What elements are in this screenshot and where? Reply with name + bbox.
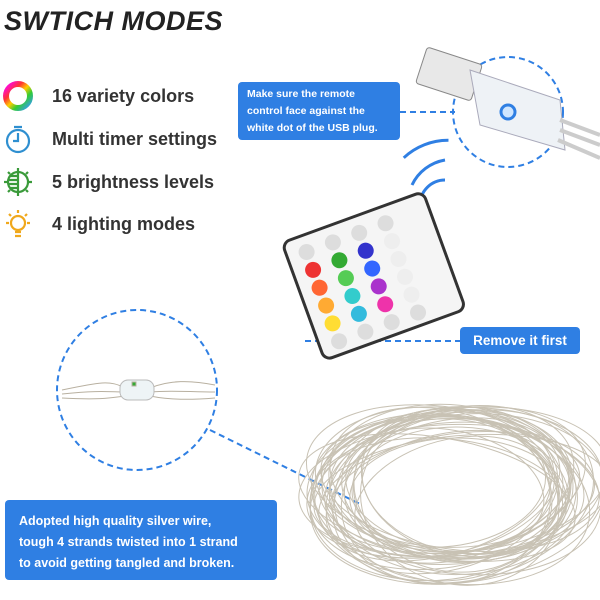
feature-timer: Multi timer settings bbox=[0, 123, 217, 155]
remote-key bbox=[377, 215, 394, 232]
lightbulb-icon bbox=[6, 210, 30, 238]
remote-key bbox=[410, 304, 427, 321]
remote-key bbox=[390, 250, 407, 267]
remote-key bbox=[298, 243, 315, 260]
remote-key bbox=[370, 278, 387, 295]
remote-control bbox=[282, 192, 465, 360]
remote-key bbox=[305, 261, 322, 278]
remote-key bbox=[344, 287, 361, 304]
callout-line: to avoid getting tangled and broken. bbox=[19, 556, 235, 570]
wire-note-callout: Adopted high quality silver wire, tough … bbox=[5, 500, 277, 580]
wire-loop bbox=[329, 406, 559, 559]
feature-colors: 16 variety colors bbox=[0, 80, 194, 112]
callout-line: Make sure the remote bbox=[247, 88, 355, 100]
callout-line: Adopted high quality silver wire, bbox=[19, 514, 212, 528]
usb-note-callout: Make sure the remote control face agains… bbox=[238, 82, 400, 140]
wire-connector-line bbox=[209, 429, 363, 506]
wire-loop bbox=[328, 418, 578, 576]
remote-key bbox=[337, 270, 354, 287]
brightness-icon bbox=[4, 168, 32, 196]
remote-key bbox=[331, 252, 348, 269]
usb-zoom-circle bbox=[452, 56, 564, 168]
timer-icon bbox=[5, 125, 31, 154]
remove-note-callout: Remove it first bbox=[460, 327, 580, 354]
silver-wire-coil bbox=[298, 403, 600, 586]
remote-key bbox=[311, 279, 328, 296]
callout-line: control face against the bbox=[247, 105, 365, 117]
wire-loop bbox=[314, 406, 564, 553]
wire-loop bbox=[309, 413, 600, 585]
feature-brightness: 5 brightness levels bbox=[0, 166, 214, 198]
remote-key bbox=[324, 234, 341, 251]
wire-loop bbox=[318, 437, 567, 560]
remote-key bbox=[357, 323, 374, 340]
remote-key bbox=[383, 314, 400, 331]
remote-key bbox=[357, 242, 374, 259]
remote-key bbox=[318, 297, 335, 314]
wire-zoom-circle bbox=[56, 309, 218, 471]
page-title: SWTICH MODES bbox=[4, 6, 223, 36]
remote-key bbox=[350, 305, 367, 322]
wire-loop bbox=[353, 406, 571, 564]
wire-loop bbox=[321, 416, 600, 576]
remote-key bbox=[403, 286, 420, 303]
remote-key bbox=[377, 296, 394, 313]
remote-key bbox=[331, 333, 348, 350]
remote-key bbox=[384, 233, 401, 250]
wire-loop bbox=[313, 433, 600, 558]
feature-label: Multi timer settings bbox=[52, 128, 218, 149]
usb-plug bbox=[415, 47, 600, 160]
signal-waves-icon bbox=[402, 138, 449, 206]
remote-key bbox=[397, 268, 414, 285]
wire-loop bbox=[324, 406, 586, 558]
remote-key bbox=[364, 260, 381, 277]
wire-loop bbox=[328, 403, 577, 563]
feature-lighting: 4 lighting modes bbox=[0, 208, 195, 240]
feature-label: 4 lighting modes bbox=[52, 213, 196, 234]
feature-label: 16 variety colors bbox=[52, 85, 195, 106]
wire-loop bbox=[325, 429, 553, 562]
remote-key bbox=[351, 224, 368, 241]
color-wheel-icon bbox=[3, 81, 33, 111]
wire-loop bbox=[345, 427, 545, 552]
callout-line: tough 4 strands twisted into 1 strand bbox=[19, 535, 238, 549]
wire-closeup bbox=[61, 379, 216, 401]
remote-key bbox=[324, 315, 341, 332]
wire-loop bbox=[332, 409, 594, 584]
wire-loop bbox=[361, 418, 561, 555]
callout-line: white dot of the USB plug. bbox=[247, 122, 378, 134]
feature-label: 5 brightness levels bbox=[52, 171, 215, 192]
wire-loop bbox=[325, 411, 555, 575]
